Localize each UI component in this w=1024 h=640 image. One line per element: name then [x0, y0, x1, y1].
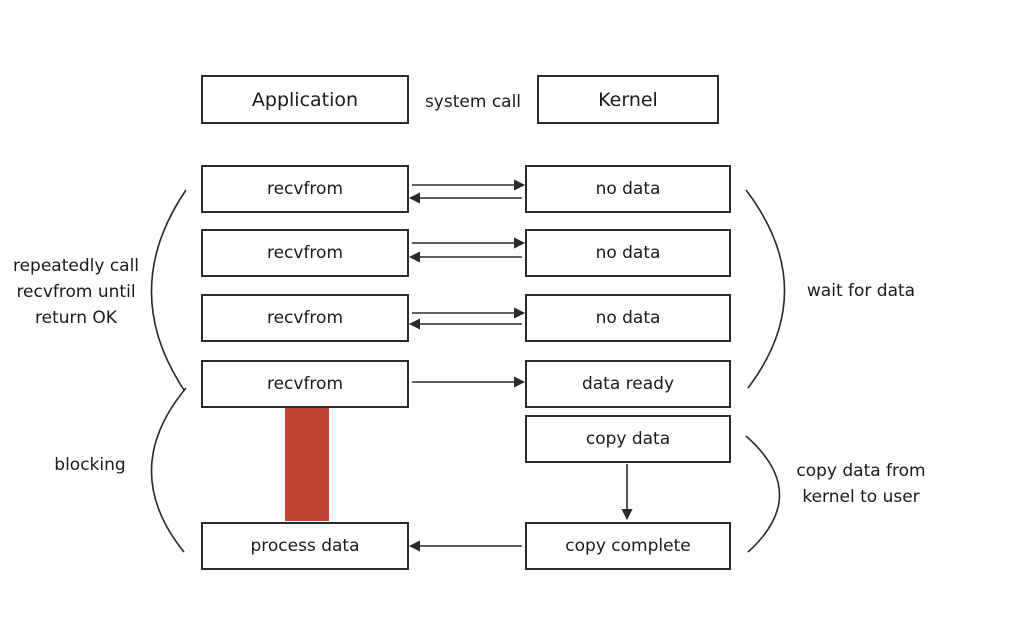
- app-step-process-data: process data: [201, 522, 409, 570]
- repeat-label-line: return OK: [35, 308, 117, 328]
- kernel-step-no-data-2: no data: [525, 229, 731, 277]
- app-step-recvfrom-1: recvfrom: [201, 165, 409, 213]
- copy-label-line: copy data from: [796, 461, 926, 481]
- wait-for-data-label: wait for data: [806, 281, 916, 301]
- kernel-step-copy-data: copy data: [525, 415, 731, 463]
- system-call-label: system call: [424, 92, 522, 112]
- kernel-step-no-data-3: no data: [525, 294, 731, 342]
- wait-brace: [745, 189, 786, 389]
- app-step-recvfrom-3: recvfrom: [201, 294, 409, 342]
- blocking-label: blocking: [54, 455, 126, 475]
- kernel-step-copy-complete: copy complete: [525, 522, 731, 570]
- blocking-bar: [285, 408, 329, 521]
- repeat-label: repeatedly call recvfrom until return OK: [2, 253, 150, 331]
- blocking-brace: [150, 387, 187, 553]
- repeat-label-line: recvfrom until: [16, 282, 136, 302]
- repeat-brace: [150, 189, 187, 391]
- repeat-label-line: repeatedly call: [12, 256, 140, 276]
- application-header: Application: [201, 75, 409, 124]
- app-step-recvfrom-4: recvfrom: [201, 360, 409, 408]
- copy-brace: [745, 435, 781, 553]
- copy-data-label: copy data from kernel to user: [788, 458, 934, 510]
- app-step-recvfrom-2: recvfrom: [201, 229, 409, 277]
- copy-label-line: kernel to user: [802, 487, 920, 507]
- kernel-step-data-ready: data ready: [525, 360, 731, 408]
- kernel-step-no-data-1: no data: [525, 165, 731, 213]
- kernel-header: Kernel: [537, 75, 719, 124]
